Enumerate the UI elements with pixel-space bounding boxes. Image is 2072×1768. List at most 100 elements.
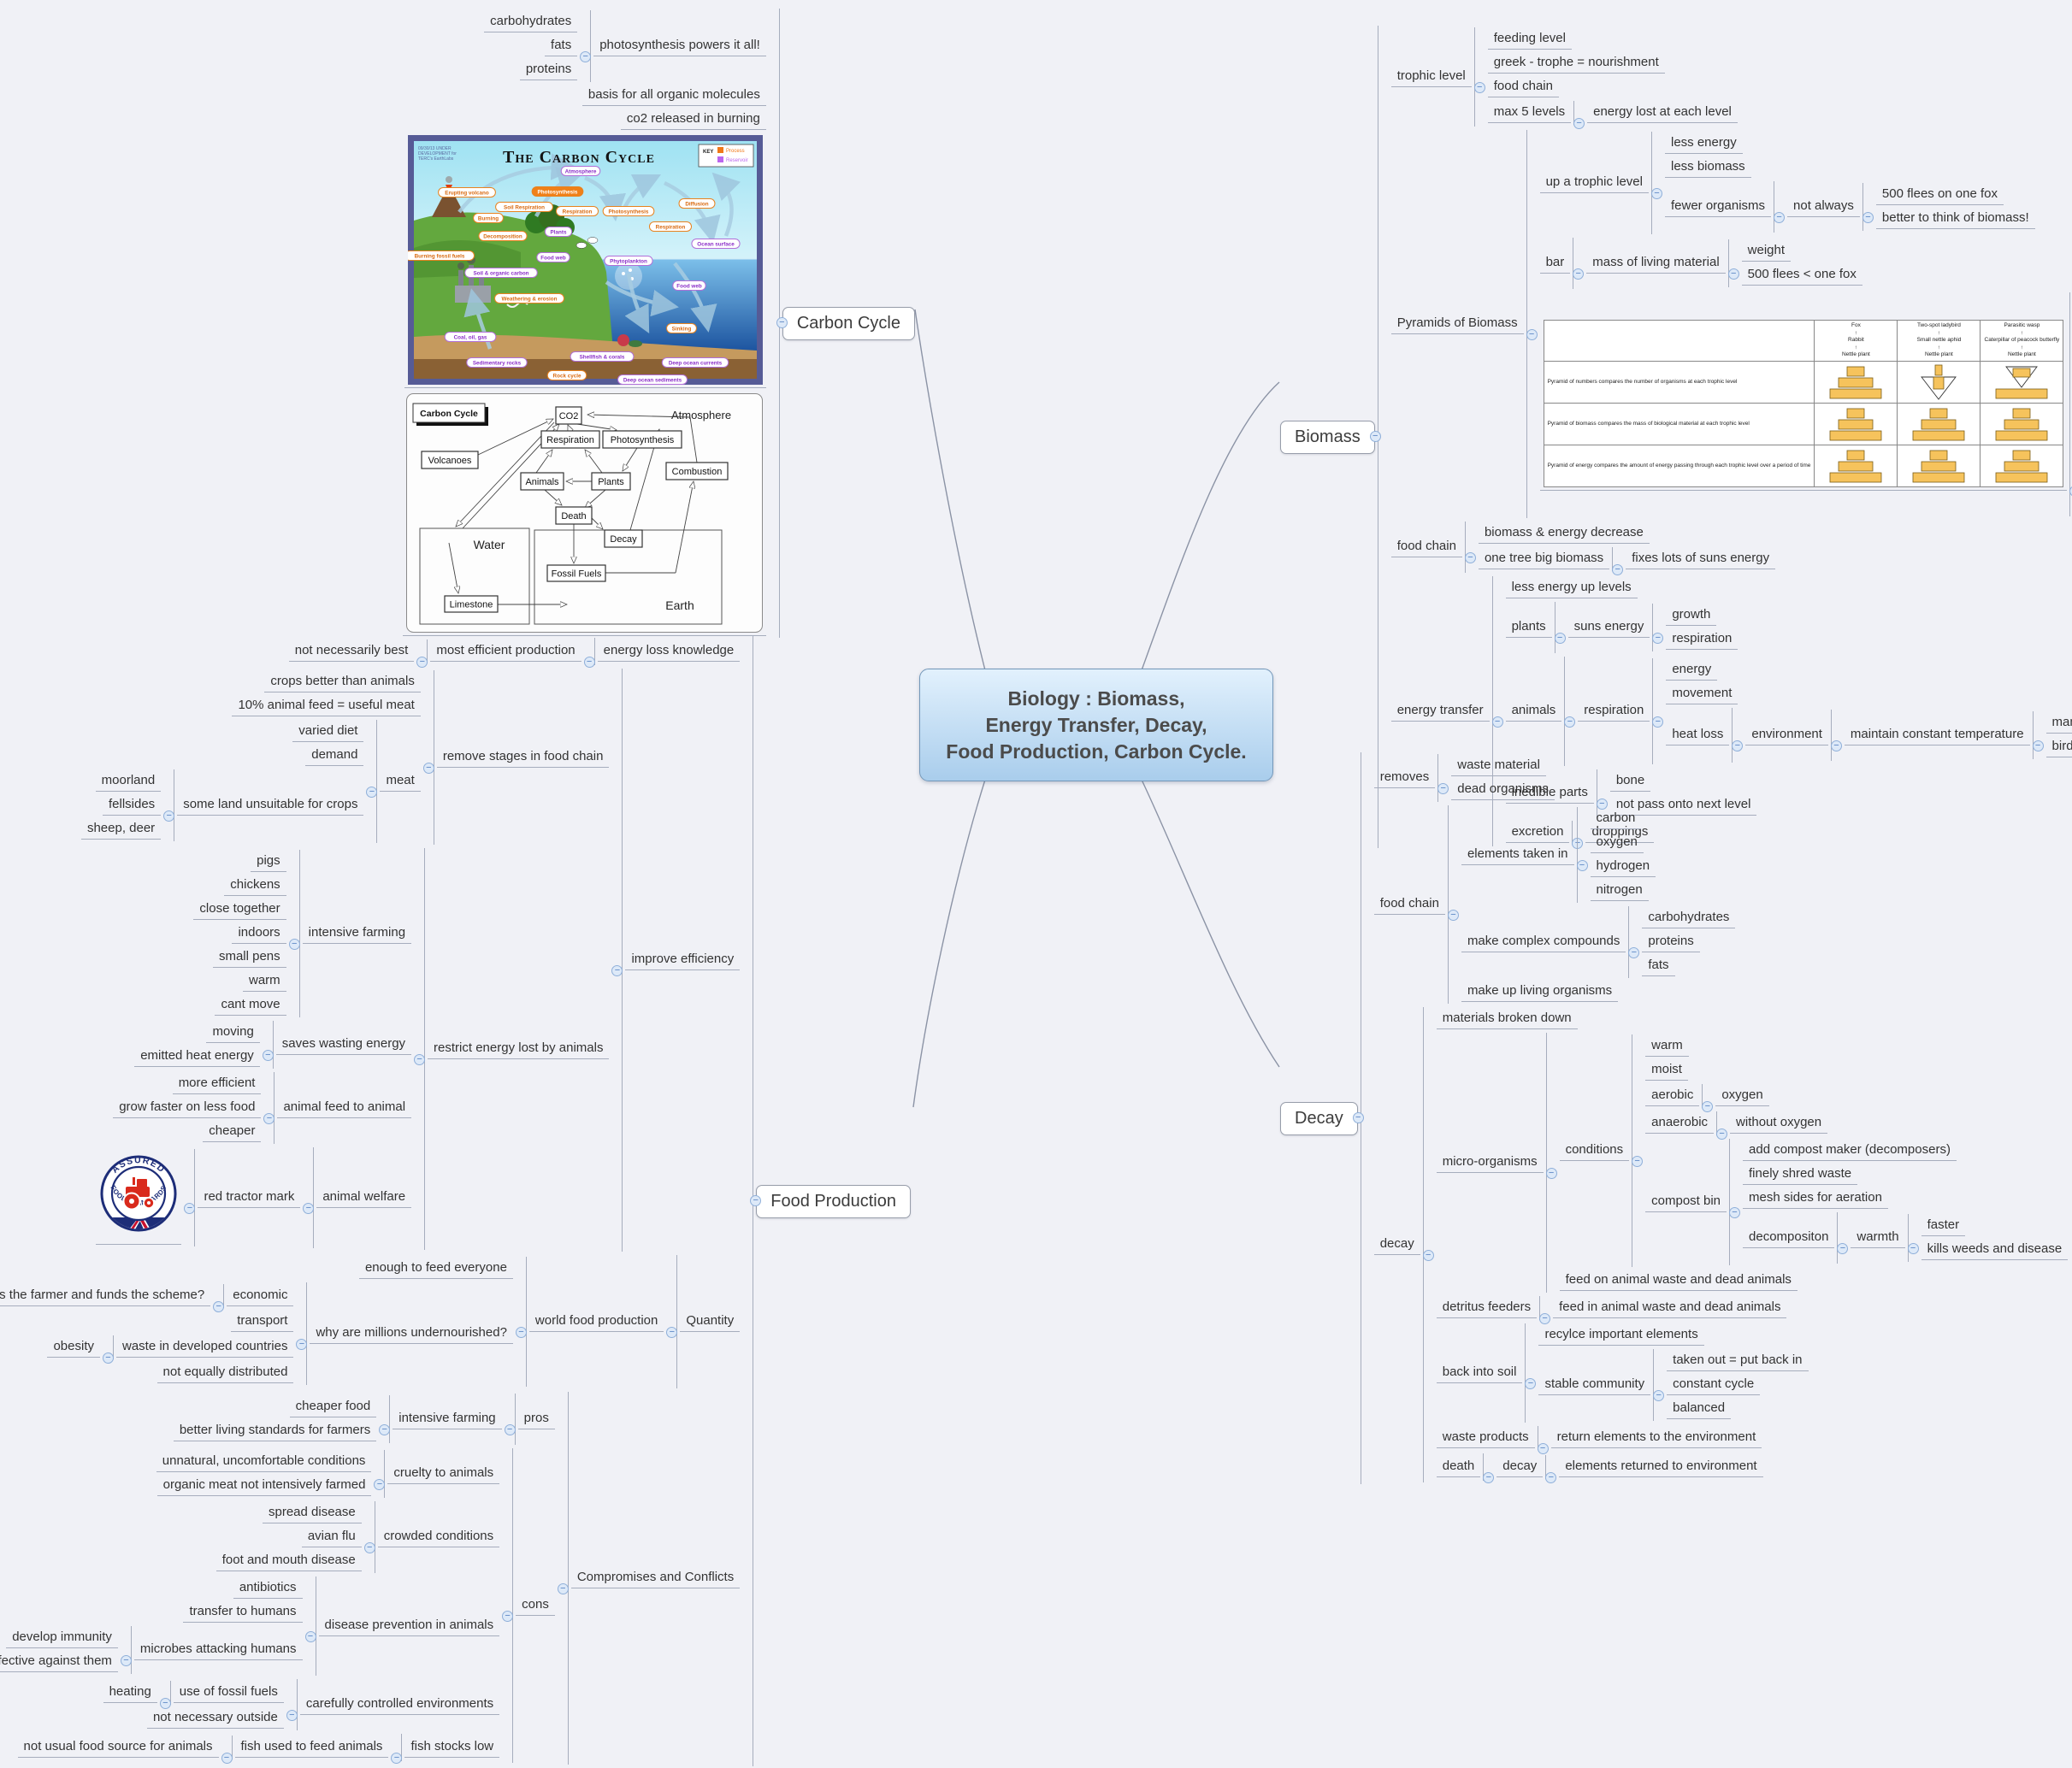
collapse-icon[interactable]: − [1447,910,1459,921]
collapse-icon[interactable]: − [366,787,378,798]
topic-crowded-conditions[interactable]: crowded conditions [377,1527,500,1547]
topic-warm[interactable]: warm [1645,1036,1689,1057]
collapse-icon[interactable]: − [1652,633,1664,644]
topic-10-animal-feed-useful-meat[interactable]: 10% animal feed = useful meat [232,696,421,716]
collapse-icon[interactable]: − [262,1050,274,1061]
topic-animal-welfare[interactable]: animal welfare [316,1188,412,1208]
collapse-icon[interactable]: − [1576,860,1588,871]
topic-pyramids-of-biomass[interactable]: Pyramids of Biomass [1390,314,1524,334]
topic-balanced[interactable]: balanced [1667,1399,1732,1419]
topic-why-are-millions-undernourished[interactable]: why are millions undernourished? [310,1323,513,1344]
topic-recylce-important-elements[interactable]: recylce important elements [1538,1325,1704,1346]
collapse-icon[interactable]: − [1526,329,1538,340]
central-topic[interactable]: Biology : Biomass, Energy Transfer, Deca… [919,669,1273,781]
topic-energy-loss-knowledge[interactable]: energy loss knowledge [597,641,741,662]
topic-antibiotics[interactable]: antibiotics [233,1578,303,1599]
topic-bone[interactable]: bone [1609,771,1651,792]
topic-make-complex-compounds[interactable]: make complex compounds [1461,932,1626,952]
collapse-icon[interactable]: − [1545,1472,1557,1483]
topic-quantity[interactable]: Quantity [680,1311,741,1332]
topic-moist[interactable]: moist [1645,1060,1688,1081]
topic-warmth[interactable]: warmth [1851,1228,1905,1248]
topic-cheaper-food[interactable]: cheaper food [289,1397,377,1417]
topic-pros[interactable]: pros [517,1409,555,1429]
topic-greek-trophe-nourishment[interactable]: greek - trophe = nourishment [1487,53,1665,74]
topic-heat-loss[interactable]: heat loss [1666,725,1730,746]
topic-removes[interactable]: removes [1373,768,1436,788]
collapse-icon[interactable]: − [557,1583,569,1594]
topic-elements-returned-to-environment[interactable]: elements returned to environment [1559,1457,1763,1477]
collapse-icon[interactable]: − [304,1631,316,1642]
collapse-icon[interactable]: − [422,763,434,774]
topic-back-into-soil[interactable]: back into soil [1436,1363,1523,1383]
topic-nitrogen[interactable]: nitrogen [1590,881,1649,901]
collapse-icon[interactable]: − [1729,1207,1741,1218]
collapse-icon[interactable]: − [1862,212,1874,223]
topic-fats[interactable]: fats [545,36,578,56]
topic-not-usual-food-source-for-animals[interactable]: not usual food source for animals [17,1737,219,1758]
collapse-icon[interactable]: − [1727,268,1739,280]
collapse-icon[interactable]: − [1716,1129,1728,1140]
collapse-icon[interactable]: − [213,1301,225,1312]
collapse-icon[interactable]: − [504,1424,516,1435]
collapse-icon[interactable]: − [1628,947,1640,958]
topic-mass-of-living-material[interactable]: mass of living material [1586,253,1726,274]
collapse-icon[interactable]: − [1369,431,1381,442]
topic-fewer-organisms[interactable]: fewer organisms [1664,197,1772,217]
topic-close-together[interactable]: close together [193,899,286,920]
topic-plants[interactable]: plants [1505,617,1552,638]
topic-not-equally-distributed[interactable]: not equally distributed [156,1363,294,1383]
topic-dead-organisms[interactable]: dead organisms [1451,780,1555,800]
topic-warm[interactable]: warm [242,971,286,992]
collapse-icon[interactable]: − [1837,1243,1849,1254]
topic-basis-for-all-organic-molecules[interactable]: basis for all organic molecules [581,85,766,106]
collapse-icon[interactable]: − [102,1353,114,1364]
topic-without-oxygen[interactable]: without oxygen [1730,1113,1828,1134]
topic-movement[interactable]: movement [1666,684,1738,704]
collapse-icon[interactable]: − [374,1479,386,1490]
topic-waste-in-developed-countries[interactable]: waste in developed countries [115,1337,294,1358]
collapse-icon[interactable]: − [515,1327,527,1338]
topic-improve-efficiency[interactable]: improve efficiency [625,950,741,970]
topic-weight[interactable]: weight [1741,241,1792,262]
topic-bar[interactable]: bar [1539,253,1571,274]
collapse-icon[interactable]: − [1907,1243,1919,1254]
topic-feed-in-animal-waste-and-dead-animals[interactable]: feed in animal waste and dead animals [1553,1298,1787,1318]
topic-mammals[interactable]: mammals [2045,713,2072,734]
topic-less-energy[interactable]: less energy [1664,133,1743,154]
topic-micro-organisms[interactable]: micro-organisms [1436,1152,1544,1173]
topic-spread-disease[interactable]: spread disease [262,1503,362,1523]
collapse-icon[interactable]: − [1537,1443,1549,1454]
collapse-icon[interactable]: − [303,1203,315,1214]
topic-feed-on-animal-waste-and-dead-animals[interactable]: feed on animal waste and dead animals [1559,1270,1798,1291]
collapse-icon[interactable]: − [1539,1313,1551,1324]
collapse-icon[interactable]: − [1573,268,1585,280]
topic-better-living-standards-for-farmers[interactable]: better living standards for farmers [173,1421,377,1441]
topic-mesh-sides-for-aeration[interactable]: mesh sides for aeration [1743,1188,1888,1209]
topic-aerobic[interactable]: aerobic [1645,1086,1700,1106]
topic-animals[interactable]: animals [1505,701,1562,722]
topic-disease-prevention-in-animals[interactable]: disease prevention in animals [318,1616,500,1636]
collapse-icon[interactable]: − [1545,1168,1557,1179]
collapse-icon[interactable]: − [666,1327,678,1338]
collapse-icon[interactable]: − [2032,740,2044,751]
topic-indoors[interactable]: indoors [232,923,286,944]
topic-demand[interactable]: demand [305,746,364,766]
topic-stable-community[interactable]: stable community [1538,1375,1651,1395]
collapse-icon[interactable]: − [1774,212,1786,223]
topic-decay[interactable]: decay [1496,1457,1544,1477]
topic-fixes-lots-of-suns-energy[interactable]: fixes lots of suns energy [1626,549,1776,569]
collapse-icon[interactable]: − [1652,716,1664,728]
collapse-icon[interactable]: − [611,965,623,976]
topic-pigs[interactable]: pigs [251,852,286,872]
collapse-icon[interactable]: − [1572,838,1584,849]
topic-kills-weeds-and-disease[interactable]: kills weeds and disease [1921,1240,2069,1260]
collapse-icon[interactable]: − [296,1339,308,1350]
collapse-icon[interactable]: − [1596,799,1608,810]
collapse-icon[interactable]: − [414,1054,426,1065]
topic-feeding-level[interactable]: feeding level [1487,29,1572,50]
topic-decay[interactable]: decay [1373,1235,1420,1255]
topic-who-pays-the-farmer-and-funds-the-scheme[interactable]: who pays the farmer and funds the scheme… [0,1286,211,1306]
collapse-icon[interactable]: − [1732,740,1744,751]
